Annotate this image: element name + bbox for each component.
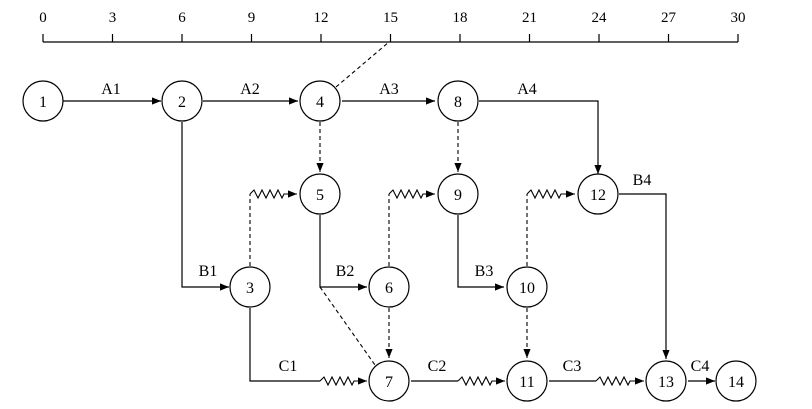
node-14: 14 xyxy=(715,360,757,402)
node-10: 10 xyxy=(506,266,548,308)
activity-b3-arrow xyxy=(457,215,504,291)
node-11: 11 xyxy=(506,360,548,402)
node-5-label: 5 xyxy=(316,187,324,204)
dummy-3-5-wavy xyxy=(249,188,297,200)
activity-c2-free-float xyxy=(457,375,505,387)
time-tick-label: 18 xyxy=(453,10,468,26)
time-tick-label: 21 xyxy=(522,10,537,26)
activity-c1-free-float xyxy=(319,375,367,387)
node-2-label: 2 xyxy=(178,94,186,111)
node-7-label: 7 xyxy=(385,374,393,391)
activity-c3-free-float xyxy=(595,375,644,387)
node-11-label: 11 xyxy=(519,374,534,391)
node-9-label: 9 xyxy=(454,187,462,204)
node-14-label: 14 xyxy=(728,374,744,391)
activity-c1-line xyxy=(249,308,320,382)
activity-label-a4: A4 xyxy=(517,81,537,98)
dummy-6-9-wavy xyxy=(388,188,435,200)
time-tick-label: 3 xyxy=(109,10,117,26)
activity-label-c1: C1 xyxy=(279,358,298,375)
dummy-10-12-wavy xyxy=(526,188,575,200)
time-scale: 0 3 6 9 12 15 18 21 24 27 30 xyxy=(39,10,746,43)
activity-label-b2: B2 xyxy=(336,263,355,280)
time-ticks: 0 3 6 9 12 15 18 21 24 27 30 xyxy=(39,10,746,42)
node-4: 4 xyxy=(299,80,341,122)
activity-label-b3: B3 xyxy=(475,263,494,280)
activity-b4-arrow xyxy=(619,193,670,359)
node-12: 12 xyxy=(577,173,619,215)
time-tick-label: 0 xyxy=(39,10,47,26)
edges xyxy=(63,41,715,387)
activity-labels: A1 A2 A3 A4 B1 B2 B3 B4 C1 C2 C3 C4 xyxy=(101,81,709,375)
node-4-label: 4 xyxy=(316,94,324,111)
dummy-5-7-diagonal xyxy=(319,286,376,366)
node-6-label: 6 xyxy=(385,280,393,297)
node-7: 7 xyxy=(368,360,410,402)
node-1: 1 xyxy=(22,80,64,122)
activity-label-c3: C3 xyxy=(563,358,582,375)
time-tick-label: 12 xyxy=(314,10,329,26)
time-tick-label: 15 xyxy=(383,10,398,26)
activity-label-b4: B4 xyxy=(633,172,652,189)
dummy-4-time15-diagonal xyxy=(335,41,390,88)
activity-a4-arrow xyxy=(479,100,602,174)
activity-label-a1: A1 xyxy=(101,81,121,98)
time-tick-label: 24 xyxy=(592,10,608,26)
node-2: 2 xyxy=(161,80,203,122)
node-10-label: 10 xyxy=(519,280,535,297)
activity-label-c4: C4 xyxy=(691,358,710,375)
activity-label-c2: C2 xyxy=(428,358,447,375)
activity-label-a2: A2 xyxy=(240,81,260,98)
node-9: 9 xyxy=(437,173,479,215)
time-tick-label: 30 xyxy=(731,10,746,26)
time-tick-label: 27 xyxy=(661,10,677,26)
node-3: 3 xyxy=(229,266,271,308)
activity-b1-arrow xyxy=(181,122,229,291)
node-3-label: 3 xyxy=(246,280,254,297)
node-13-label: 13 xyxy=(658,374,674,391)
node-8: 8 xyxy=(437,80,479,122)
nodes: 1 2 3 4 5 6 7 8 9 10 11 12 13 14 xyxy=(22,80,757,402)
activity-label-b1: B1 xyxy=(199,263,218,280)
time-tick-label: 6 xyxy=(178,10,186,26)
node-8-label: 8 xyxy=(454,94,462,111)
node-5: 5 xyxy=(299,173,341,215)
node-13: 13 xyxy=(645,360,687,402)
node-6: 6 xyxy=(368,266,410,308)
node-1-label: 1 xyxy=(39,94,47,111)
time-tick-label: 9 xyxy=(248,10,256,26)
activity-label-a3: A3 xyxy=(379,81,399,98)
node-12-label: 12 xyxy=(590,187,606,204)
